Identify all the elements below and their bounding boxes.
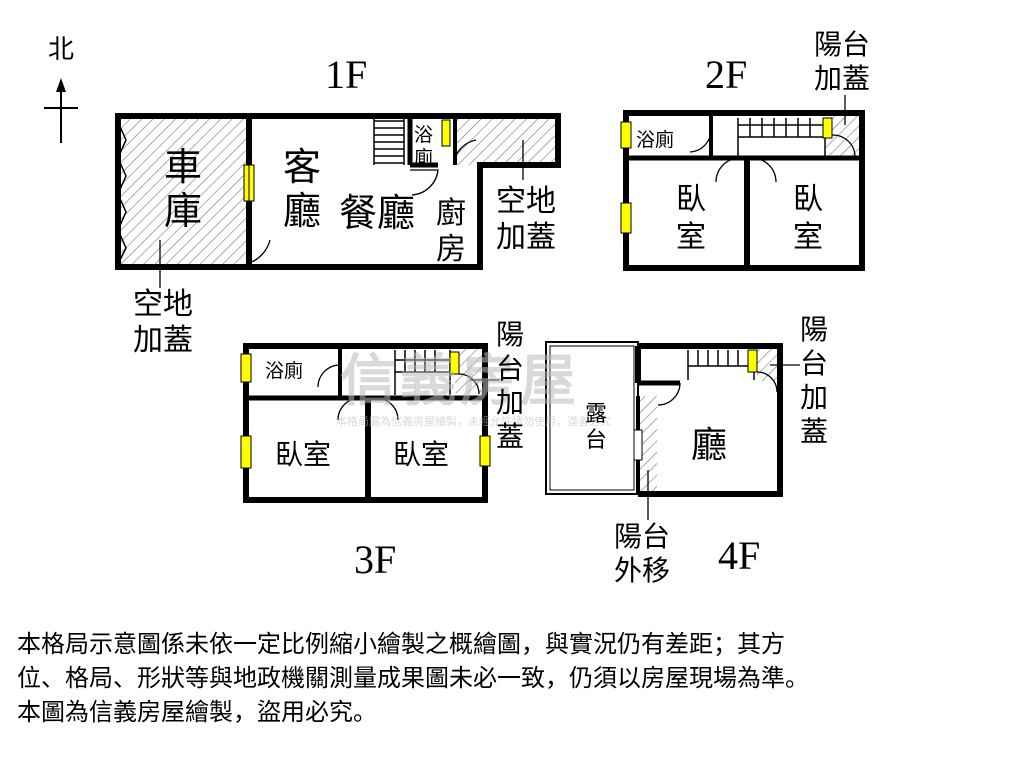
- label-living-room: 客 廳: [283, 145, 324, 233]
- label-kitchen: 廚 房: [436, 196, 466, 267]
- floor-1f-plan: [115, 113, 561, 288]
- disclaimer-text: 本格局示意圖係未依一定比例縮小繪製之概繪圖，與實況仍有差距；其方 位、格局、形狀…: [17, 627, 1007, 729]
- label-3f-bedroom-right: 臥室: [393, 438, 450, 471]
- disclaimer-line-2: 位、格局、形狀等與地政機關測量成果圖未必一致，仍須以房屋現場為準。: [17, 664, 809, 693]
- label-4f-balcony-addition: 陽 台 加 蓋: [800, 313, 829, 449]
- floor-title-2f: 2F: [705, 52, 748, 97]
- label-1f-yard-addition-left: 空地 加蓋: [133, 287, 193, 358]
- floor-title-3f: 3F: [354, 537, 397, 582]
- watermark-notice: 本格局圖為信義房屋繪製，未經允許請勿使用，違者必究: [336, 415, 611, 428]
- floor-4f-plan: [545, 341, 800, 520]
- label-dining-room: 餐廳: [339, 191, 416, 235]
- label-2f-bath: 浴廁: [636, 129, 675, 151]
- floor-2f-plan: [620, 95, 865, 271]
- label-2f-bedroom-left: 臥 室: [676, 182, 706, 255]
- disclaimer-line-1: 本格局示意圖係未依一定比例縮小繪製之概繪圖，與實況仍有差距；其方: [17, 630, 785, 658]
- floor-title-4f: 4F: [718, 533, 761, 578]
- label-4f-terrace: 露 台: [585, 402, 608, 454]
- label-garage: 車 庫: [164, 145, 205, 233]
- label-2f-balcony-addition: 陽台 加蓋: [814, 28, 871, 95]
- label-1f-bath: 浴 廁: [414, 124, 434, 169]
- floor-title-1f: 1F: [325, 52, 368, 97]
- disclaimer-line-3: 本圖為信義房屋繪製，盜用必究。: [17, 698, 377, 727]
- label-4f-hall: 廳: [691, 425, 728, 466]
- floor-3f-plan: [240, 343, 500, 503]
- label-3f-bath: 浴廁: [265, 360, 304, 382]
- label-4f-balcony-moved: 陽台 外移: [614, 520, 671, 587]
- north-label: 北: [48, 35, 75, 65]
- label-1f-yard-addition-right: 空地 加蓋: [496, 184, 556, 255]
- label-2f-bedroom-right: 臥 室: [793, 182, 823, 255]
- label-3f-balcony-addition: 陽 台 加 蓋: [496, 318, 525, 454]
- label-3f-bedroom-left: 臥室: [275, 438, 332, 471]
- north-arrow-icon: [44, 78, 78, 143]
- floor-plan-drawing: [44, 78, 865, 520]
- watermark-logo: 信義房屋: [340, 349, 580, 414]
